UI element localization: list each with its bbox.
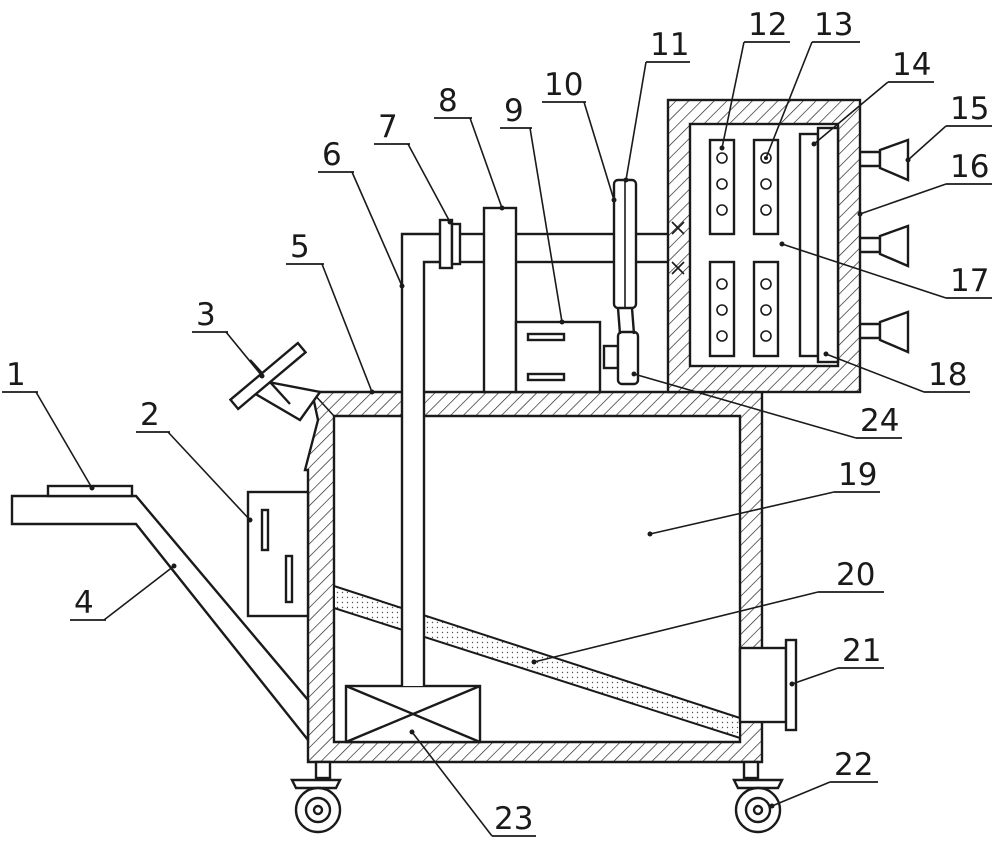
label-16: 16 xyxy=(950,149,989,185)
belt-pulley xyxy=(612,178,638,335)
coupling xyxy=(438,218,462,270)
label-10: 10 xyxy=(544,67,583,103)
callout-15: 15 xyxy=(905,91,992,163)
label-24: 24 xyxy=(860,403,899,439)
label-15: 15 xyxy=(950,91,989,127)
small-pulley xyxy=(602,330,640,386)
label-3: 3 xyxy=(196,297,216,333)
label-2: 2 xyxy=(140,397,160,433)
label-5: 5 xyxy=(290,229,310,265)
callout-2: 2 xyxy=(136,397,253,523)
callout-22: 22 xyxy=(769,747,878,809)
label-22: 22 xyxy=(834,747,873,783)
callout-3: 3 xyxy=(192,297,265,379)
caster-wheel-left xyxy=(290,760,342,834)
heating-tube-right xyxy=(752,138,780,358)
label-12: 12 xyxy=(748,7,787,43)
spray-nozzles xyxy=(860,138,910,354)
label-21: 21 xyxy=(842,633,881,669)
callout-21: 21 xyxy=(789,633,884,687)
callout-24: 24 xyxy=(631,371,902,439)
label-23: 23 xyxy=(494,801,533,837)
callout-23: 23 xyxy=(409,729,536,837)
label-8: 8 xyxy=(438,83,458,119)
callout-7: 7 xyxy=(374,109,453,225)
label-14: 14 xyxy=(892,47,931,83)
label-9: 9 xyxy=(504,93,524,129)
distributor-plate xyxy=(798,126,840,364)
label-7: 7 xyxy=(378,109,398,145)
caster-wheel-right xyxy=(732,760,784,834)
discharge-outlet xyxy=(738,638,798,732)
callout-11: 11 xyxy=(623,27,690,183)
callout-8: 8 xyxy=(434,83,505,211)
label-18: 18 xyxy=(928,357,967,393)
callout-4: 4 xyxy=(70,563,177,621)
callout-18: 18 xyxy=(823,351,970,393)
callout-20: 20 xyxy=(531,557,884,665)
label-6: 6 xyxy=(322,137,342,173)
heating-tube-left xyxy=(708,138,736,358)
callout-9: 9 xyxy=(500,93,565,325)
feed-inlet xyxy=(228,341,323,422)
callout-6: 6 xyxy=(318,137,405,289)
push-handle xyxy=(10,494,310,744)
label-19: 19 xyxy=(838,457,877,493)
label-11: 11 xyxy=(650,27,689,63)
drive-motor xyxy=(514,320,602,394)
callout-16: 16 xyxy=(857,149,992,217)
shaft-seal xyxy=(671,221,685,275)
callout-19: 19 xyxy=(647,457,880,537)
callout-5: 5 xyxy=(286,229,375,395)
callout-1: 1 xyxy=(2,357,95,491)
callout-14: 14 xyxy=(811,47,934,147)
motor xyxy=(482,206,518,394)
callout-13: 13 xyxy=(765,7,860,159)
control-box xyxy=(246,490,310,618)
callout-10: 10 xyxy=(542,67,617,203)
label-1: 1 xyxy=(6,357,26,393)
label-17: 17 xyxy=(950,263,989,299)
callout-12: 12 xyxy=(719,7,790,151)
label-4: 4 xyxy=(74,585,94,621)
label-13: 13 xyxy=(814,7,853,43)
label-20: 20 xyxy=(836,557,875,593)
callout-17: 17 xyxy=(779,241,992,299)
